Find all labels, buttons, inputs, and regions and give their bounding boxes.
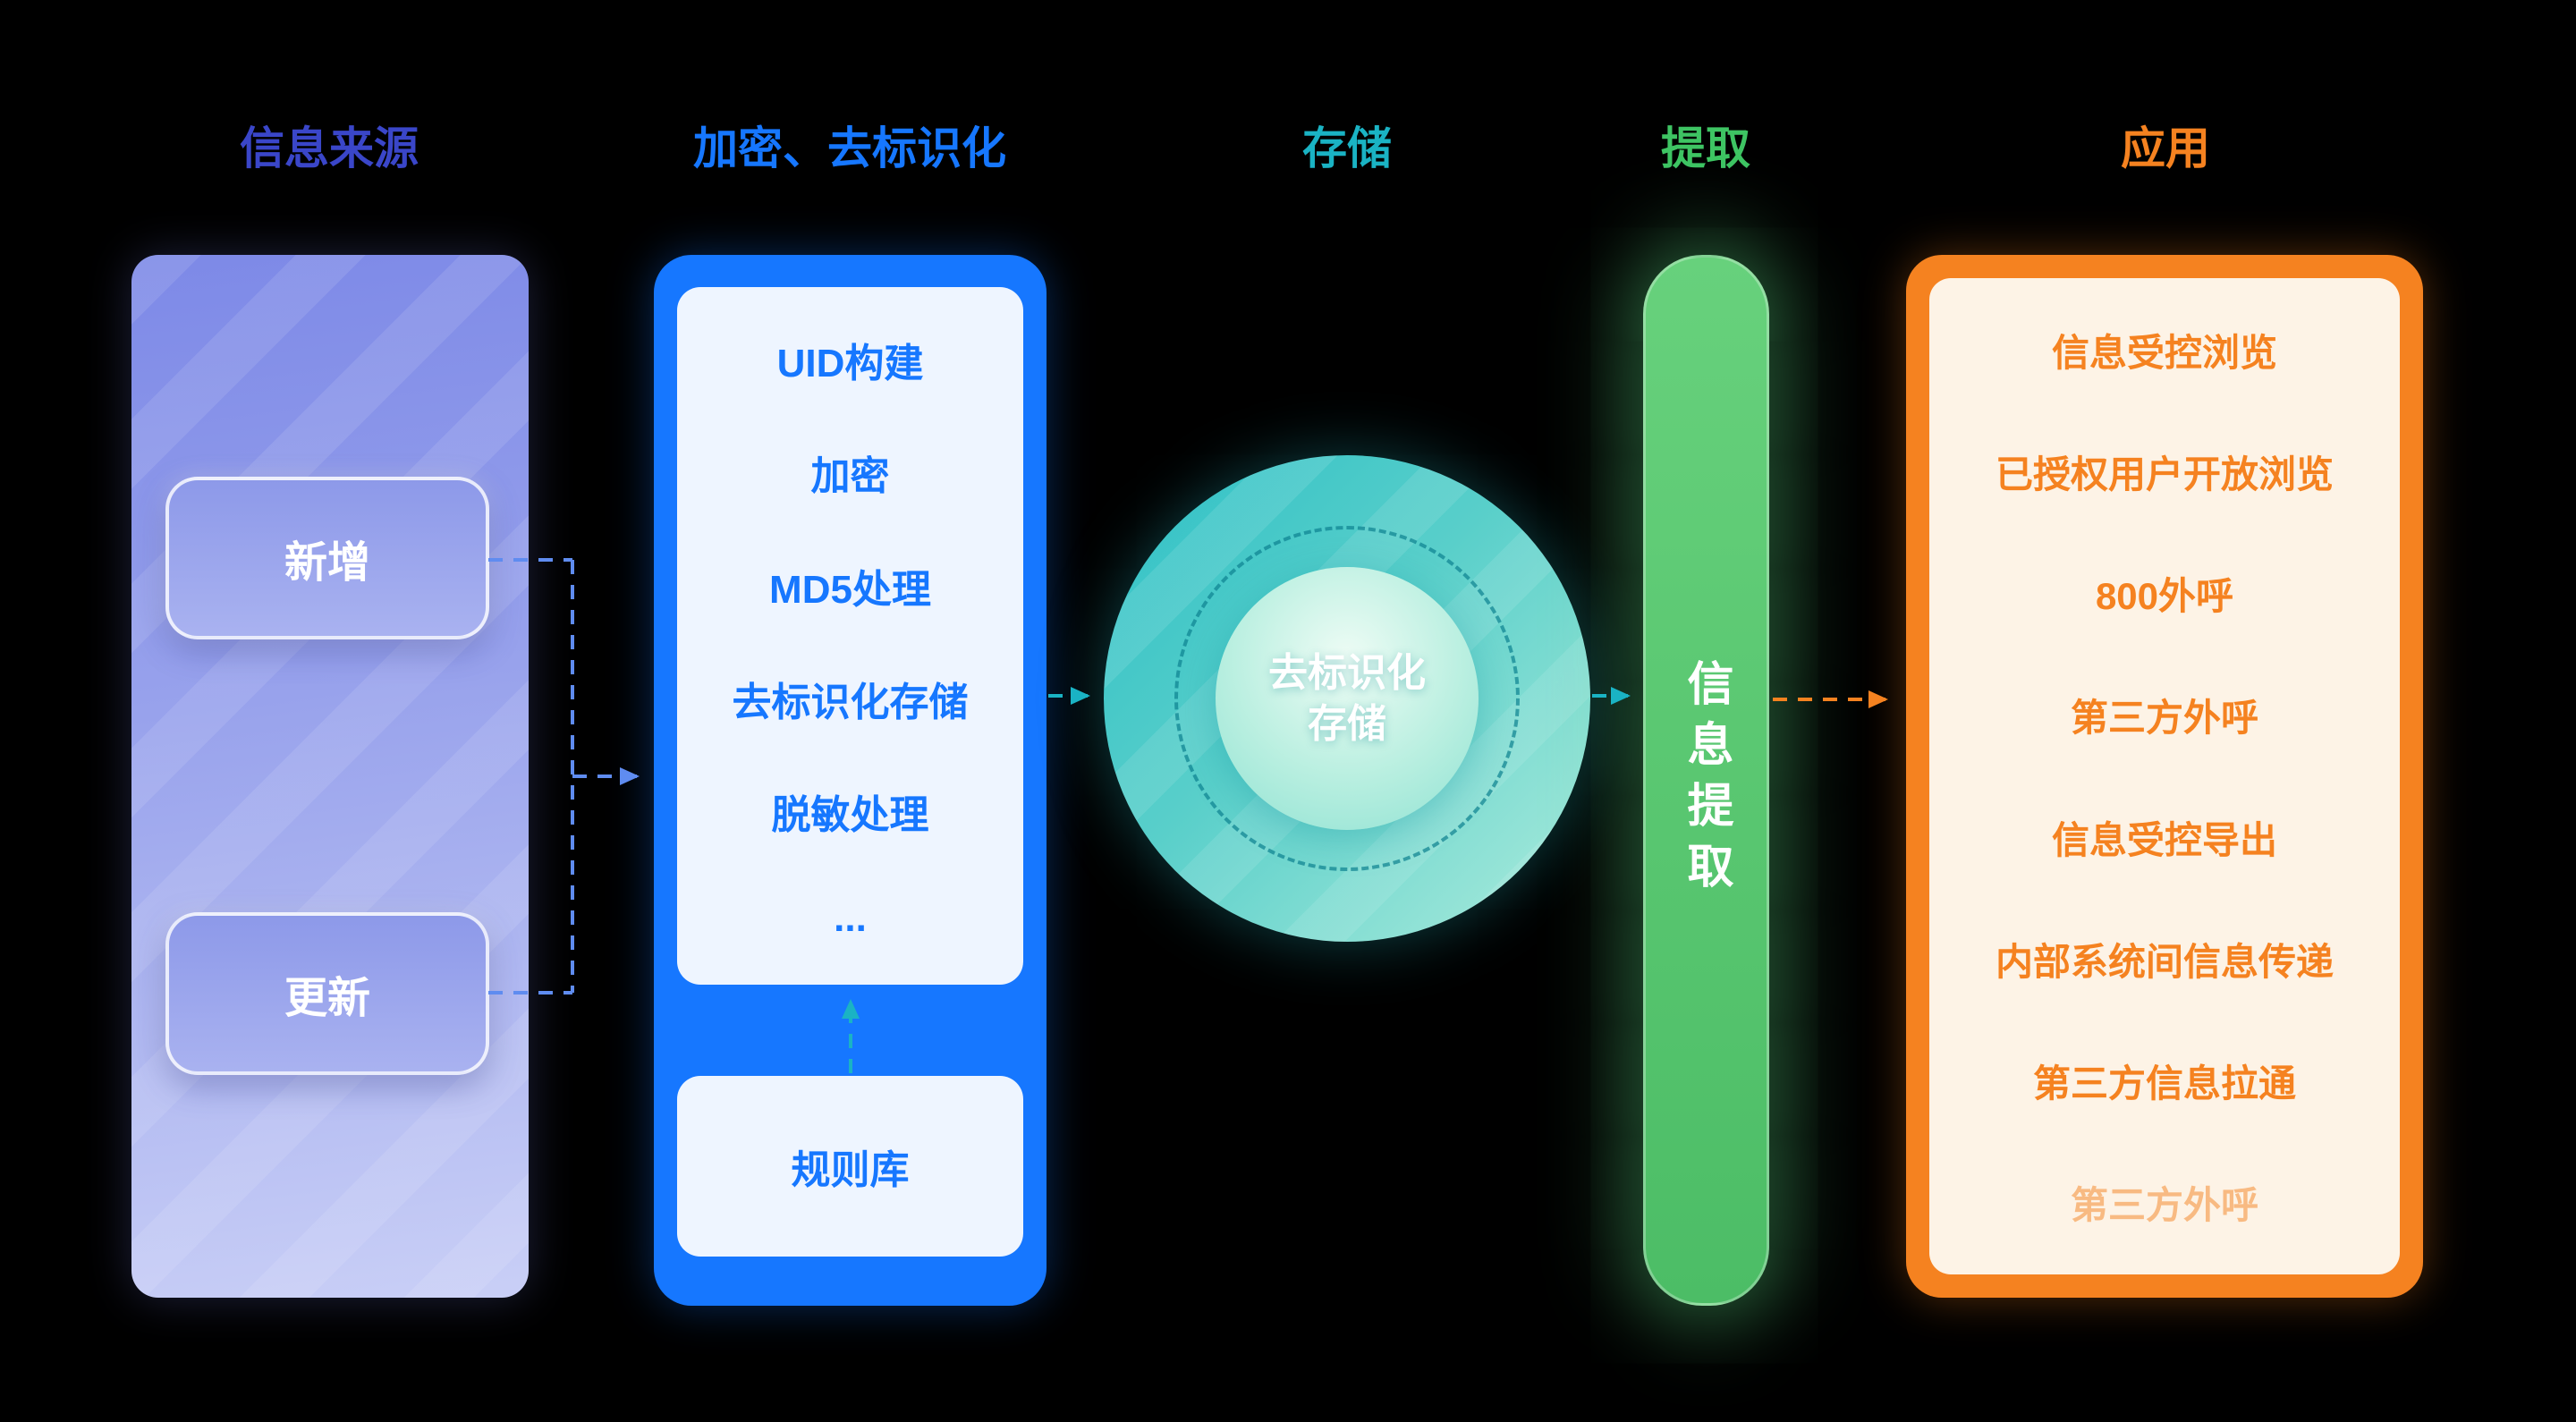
encryption-step: 脱敏处理 <box>771 793 929 838</box>
encryption-step: UID构建 <box>776 342 924 386</box>
application-panel: 信息受控浏览 已授权用户开放浏览 800外呼 第三方外呼 信息受控导出 内部系统… <box>1906 255 2423 1298</box>
application-item: 信息受控导出 <box>2051 818 2277 861</box>
application-item: 内部系统间信息传递 <box>1995 940 2334 983</box>
source-node-update: 更新 <box>165 912 489 1075</box>
storage-core-label-line1: 去标识化 <box>1268 650 1426 695</box>
storage-dashed-ring <box>1174 526 1520 871</box>
source-panel: 新增 更新 <box>131 255 529 1298</box>
encryption-step: 加密 <box>810 454 890 499</box>
encryption-panel: UID构建 加密 MD5处理 去标识化存储 脱敏处理 ... 规则库 <box>654 255 1046 1306</box>
storage-core-node: 去标识化 存储 <box>1216 567 1479 830</box>
source-node-add: 新增 <box>165 477 489 639</box>
extraction-bar-label: 信息提取 <box>1680 658 1732 902</box>
header-storage: 存储 <box>1302 123 1392 174</box>
storage-core-label-line2: 存储 <box>1308 702 1386 746</box>
header-source: 信息来源 <box>240 123 419 174</box>
encryption-steps-list: UID构建 加密 MD5处理 去标识化存储 脱敏处理 ... <box>677 287 1023 985</box>
application-item: 信息受控浏览 <box>2051 331 2277 374</box>
header-application: 应用 <box>2121 123 2210 174</box>
encryption-step-ellipsis: ... <box>834 895 867 940</box>
application-items-list: 信息受控浏览 已授权用户开放浏览 800外呼 第三方外呼 信息受控导出 内部系统… <box>1929 278 2400 1274</box>
rule-base-node: 规则库 <box>677 1076 1023 1257</box>
application-item: 已授权用户开放浏览 <box>1995 453 2334 495</box>
diagonal-stripes-decoration <box>131 255 529 1298</box>
encryption-step: MD5处理 <box>769 567 931 612</box>
extraction-bar: 信息提取 <box>1643 255 1769 1306</box>
application-item: 800外呼 <box>2095 575 2234 618</box>
application-item: 第三方外呼 <box>2070 697 2258 740</box>
header-encryption: 加密、去标识化 <box>693 123 1006 174</box>
application-item-faded: 第三方外呼 <box>2070 1184 2258 1227</box>
header-extraction: 提取 <box>1661 123 1750 174</box>
encryption-step: 去标识化存储 <box>732 681 969 725</box>
application-item: 第三方信息拉通 <box>2032 1062 2296 1105</box>
